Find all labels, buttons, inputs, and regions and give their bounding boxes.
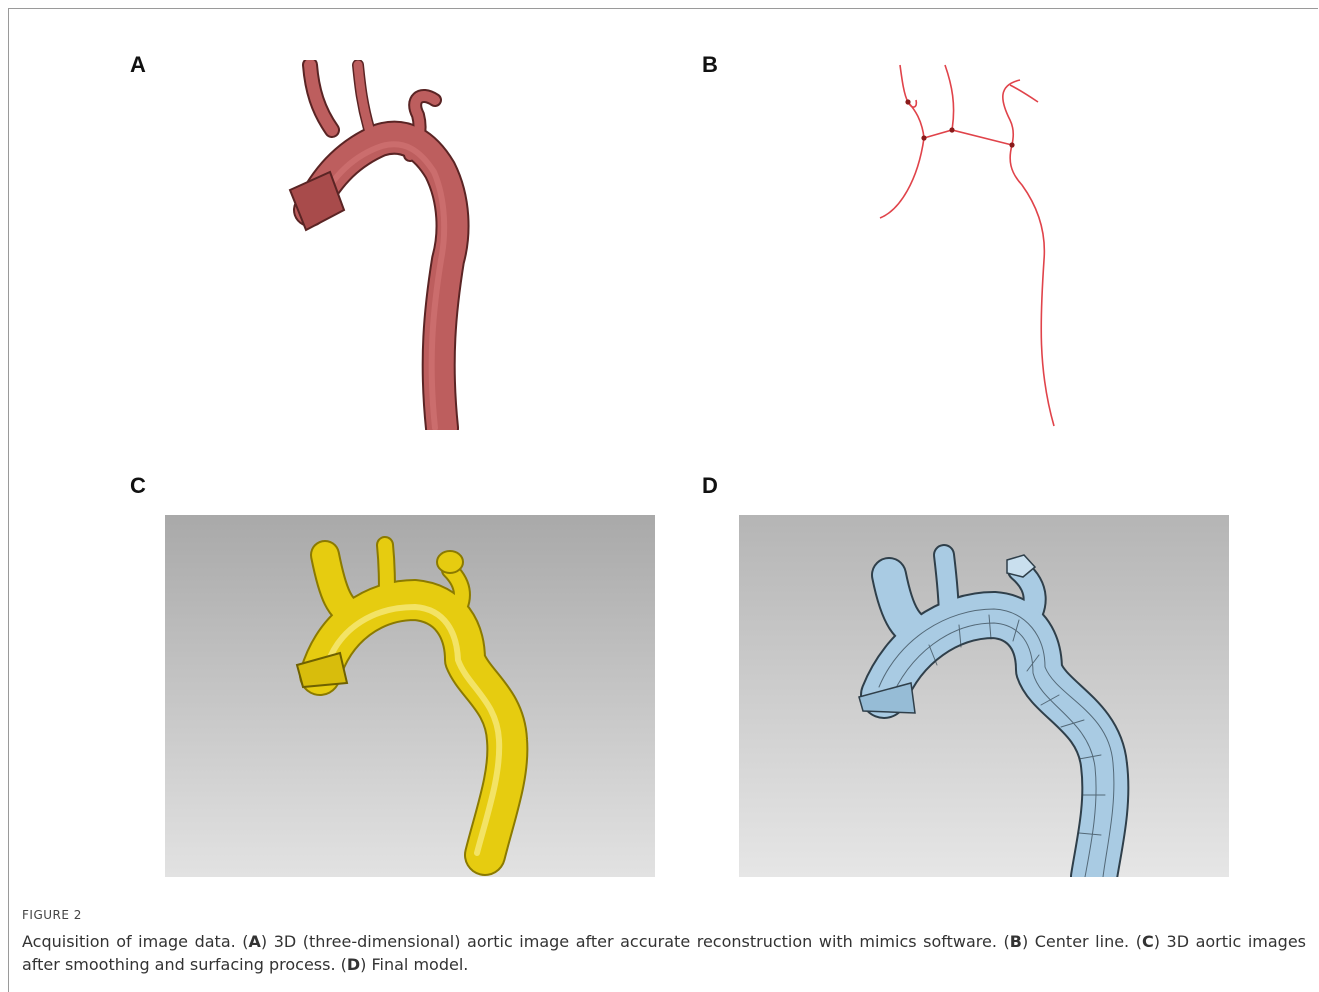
panel-label-d: D	[702, 473, 718, 499]
figure-label: FIGURE 2	[22, 908, 82, 922]
aorta-reconstruction-image	[270, 60, 520, 430]
panel-label-b: B	[702, 52, 718, 78]
panel-label-a: A	[130, 52, 146, 78]
final-model-image	[739, 515, 1229, 877]
figure-caption: Acquisition of image data. (A) 3D (three…	[22, 930, 1306, 976]
panel-label-c: C	[130, 473, 146, 499]
center-line-image	[860, 60, 1080, 430]
smoothed-surface-image	[165, 515, 655, 877]
